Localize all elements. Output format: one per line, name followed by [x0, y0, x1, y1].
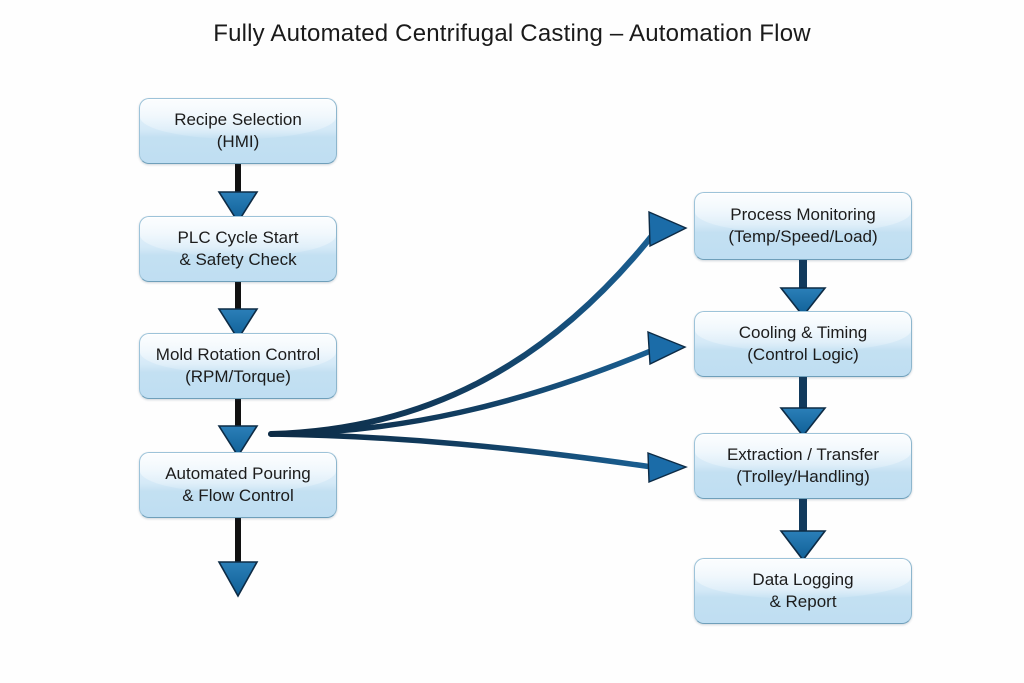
node-label-line2: (Control Logic)	[747, 345, 859, 364]
arrow-mold-to-pouring	[217, 397, 259, 458]
node-data-logging[interactable]: Data Logging & Report	[694, 558, 912, 624]
node-extraction-transfer[interactable]: Extraction / Transfer (Trolley/Handling)	[694, 433, 912, 499]
node-plc-cycle-start[interactable]: PLC Cycle Start & Safety Check	[139, 216, 337, 282]
node-label-line1: Mold Rotation Control	[155, 345, 321, 365]
node-label-line1: Extraction / Transfer	[726, 445, 880, 465]
arrow-monitoring-to-cooling	[779, 260, 827, 318]
node-mold-rotation-control[interactable]: Mold Rotation Control (RPM/Torque)	[139, 333, 337, 399]
node-label-line2: (Trolley/Handling)	[736, 467, 870, 486]
arrow-plc-to-mold	[217, 280, 259, 341]
node-label-line1: Cooling & Timing	[738, 323, 868, 343]
page-title: Fully Automated Centrifugal Casting – Au…	[213, 20, 811, 47]
node-recipe-selection[interactable]: Recipe Selection (HMI)	[139, 98, 337, 164]
arrow-cooling-to-extraction	[779, 375, 827, 438]
node-label-line1: Automated Pouring	[165, 464, 311, 484]
node-label-line2: & Flow Control	[182, 486, 294, 505]
node-label-line2: & Safety Check	[179, 250, 297, 269]
node-process-monitoring[interactable]: Process Monitoring (Temp/Speed/Load)	[694, 192, 912, 260]
arrow-recipe-to-plc	[217, 162, 259, 224]
node-label-line2: (RPM/Torque)	[185, 367, 291, 386]
node-label-line2: (Temp/Speed/Load)	[728, 227, 878, 246]
node-label-line2: & Report	[769, 592, 837, 611]
node-label-line1: Recipe Selection	[174, 110, 302, 130]
arrow-extraction-to-logging	[779, 497, 827, 562]
node-label-line1: PLC Cycle Start	[177, 228, 299, 248]
node-label-line1: Process Monitoring	[730, 205, 876, 225]
node-label-line2: (HMI)	[216, 132, 260, 151]
node-automated-pouring[interactable]: Automated Pouring & Flow Control	[139, 452, 337, 518]
node-label-line1: Data Logging	[752, 570, 854, 590]
node-cooling-timing[interactable]: Cooling & Timing (Control Logic)	[694, 311, 912, 377]
arrow-pouring-open	[217, 516, 259, 598]
